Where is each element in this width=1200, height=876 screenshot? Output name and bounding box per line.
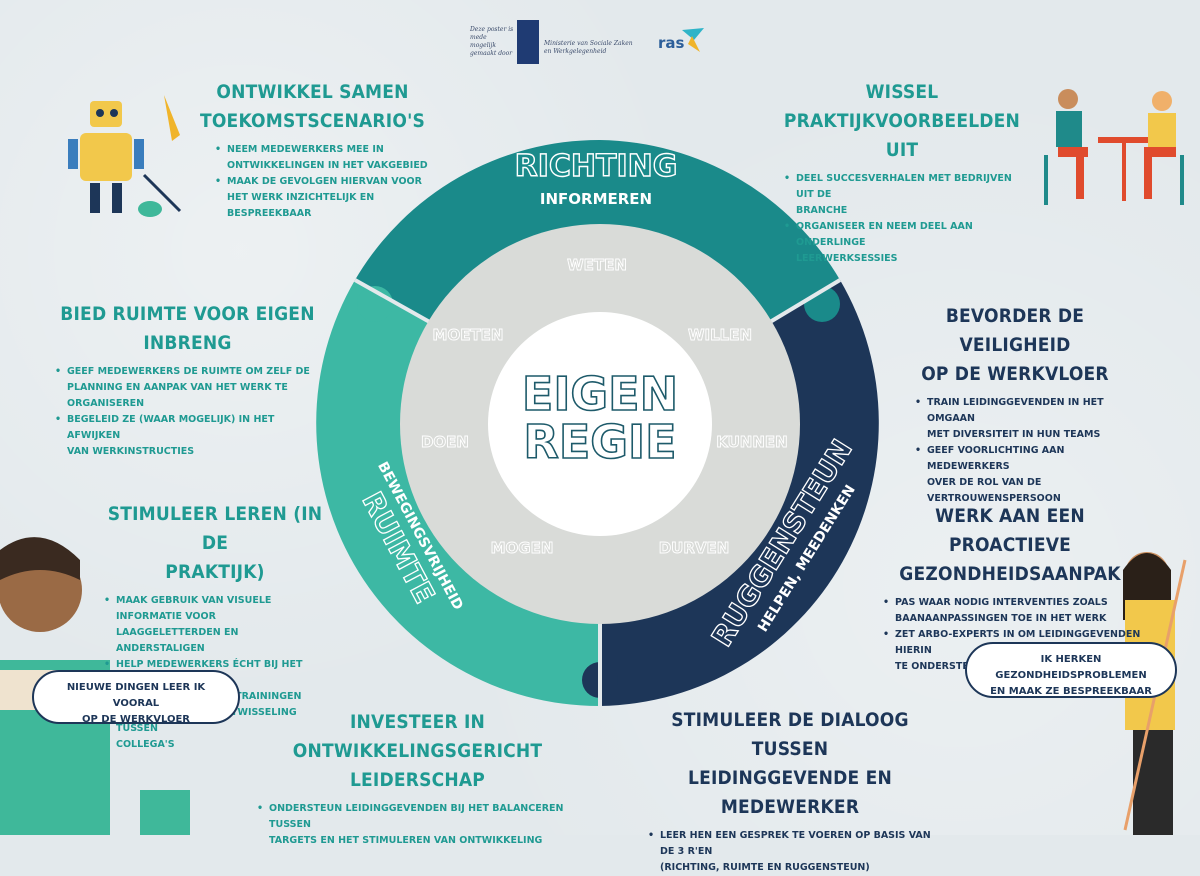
vacuum-icon (138, 201, 162, 217)
center-word-eigen: EIGEN (522, 367, 678, 421)
section-title-line: LEIDINGGEVENDE EN MEDEWERKER (688, 767, 892, 818)
bullet-item: DEEL SUCCESVERHALEN MET BEDRIJVEN UIT DE… (782, 171, 1032, 219)
segment-ruimte (316, 280, 600, 707)
section-title-line: ONTWIKKEL SAMEN (216, 81, 409, 103)
robot-head (90, 101, 122, 127)
inner-word-moeten: MOETEN (433, 326, 504, 344)
bullet-item: PAS WAAR NODIG INTERVENTIES ZOALSBAANAAN… (881, 595, 1145, 627)
section-title-line: OP DE WERKVLOER (921, 363, 1109, 385)
center-circle (488, 312, 712, 536)
section-title-line: WISSEL (865, 81, 939, 103)
bullet-item: BEGELEID ZE (WAAR MOGELIJK) IN HET AFWIJ… (53, 412, 320, 460)
label-richting: RICHTING (515, 149, 678, 184)
section-gezondheidsaanpak: WERK AAN EEN PROACTIEVE GEZONDHEIDSAANPAK… (875, 502, 1145, 675)
section-title-line: INVESTEER IN ONTWIKKELINGSGERICHT (292, 711, 543, 762)
label-informeren: INFORMEREN (540, 190, 652, 208)
bullet-item: ORGANISEER EN NEEM DEEL AAN ONDERLINGELE… (782, 219, 1032, 267)
inner-word-weten: WETEN (567, 256, 627, 274)
section-title-line: BIED RUIMTE VOOR EIGEN (60, 303, 315, 325)
section-dialoog: STIMULEER DE DIALOOG TUSSEN LEIDINGGEVEND… (640, 706, 940, 876)
segment-ruggensteun (600, 280, 879, 706)
bullet-item: MAAK GEBRUIK VAN VISUELE INFORMATIE VOOR… (102, 593, 330, 657)
section-title-line: STIMULEER LEREN (IN DE (107, 503, 323, 554)
section-title-line: GEZONDHEIDSAANPAK (899, 563, 1121, 585)
bullet-item: LEER HEN EEN GESPREK TE VOEREN OP BASIS … (646, 828, 940, 876)
inner-word-willen: WILLEN (688, 326, 752, 344)
section-title-line: INBRENG (143, 332, 232, 354)
section-title-line: TOEKOMSTSCENARIO'S (199, 110, 426, 132)
robot-body (80, 133, 132, 181)
section-title-line: PRAKTIJKVOORBEELDEN UIT (783, 110, 1021, 161)
logo-bar: Deze poster is mede mogelijk gemaakt doo… (470, 20, 730, 68)
section-title-line: STIMULEER DE DIALOOG TUSSEN (671, 709, 909, 760)
segment-richting (355, 139, 840, 325)
section-toekomstscenarios: ONTWIKKEL SAMEN TOEKOMSTSCENARIO'S NEEM M… (195, 78, 430, 222)
center-word-regie: REGIE (523, 415, 676, 469)
people-at-table-illustration (1044, 89, 1184, 205)
ministry-tagline: Deze poster is mede mogelijk gemaakt doo… (470, 26, 514, 57)
section-title-line: BEVORDER DE VEILIGHEID (945, 305, 1085, 356)
inner-word-kunnen: KUNNEN (716, 433, 787, 451)
robot-illustration (68, 95, 182, 217)
section-veiligheid: BEVORDER DE VEILIGHEID OP DE WERKVLOER TR… (895, 302, 1135, 507)
section-praktijkvoorbeelden: WISSEL PRAKTIJKVOORBEELDEN UIT DEEL SUCCE… (772, 78, 1032, 267)
section-title-line: WERK AAN EEN PROACTIEVE (935, 505, 1085, 556)
bullet-item: ONDERSTEUN LEIDINGGEVENDEN BIJ HET BALAN… (255, 801, 590, 849)
section-title-line: PRAKTIJK) (165, 561, 265, 583)
inner-word-durven: DURVEN (659, 539, 730, 557)
section-leiderschap: INVESTEER IN ONTWIKKELINGSGERICHT LEIDERS… (245, 708, 590, 849)
ras-arrow-icon (682, 28, 704, 52)
eigen-regie-wheel: RICHTING INFORMEREN RUGGENSTEUN HELPEN, … (316, 139, 879, 707)
bullet-item: ZET ARBO-EXPERTS IN OM LEIDINGGEVENDEN H… (881, 627, 1145, 675)
ras-logo: ras (658, 34, 685, 52)
ministry-name: Ministerie van Sociale Zaken en Werkgele… (544, 40, 633, 55)
section-eigen-inbreng: BIED RUIMTE VOOR EIGEN INBRENG GEEF MEDEW… (55, 300, 320, 460)
ministry-crest-logo (517, 20, 539, 64)
inner-word-doen: DOEN (421, 433, 469, 451)
bullet-item: GEEF MEDEWERKERS DE RUIMTE OM ZELF DEPLA… (53, 364, 320, 412)
section-title-line: LEIDERSCHAP (349, 769, 486, 791)
inner-word-mogen: MOGEN (491, 539, 554, 557)
